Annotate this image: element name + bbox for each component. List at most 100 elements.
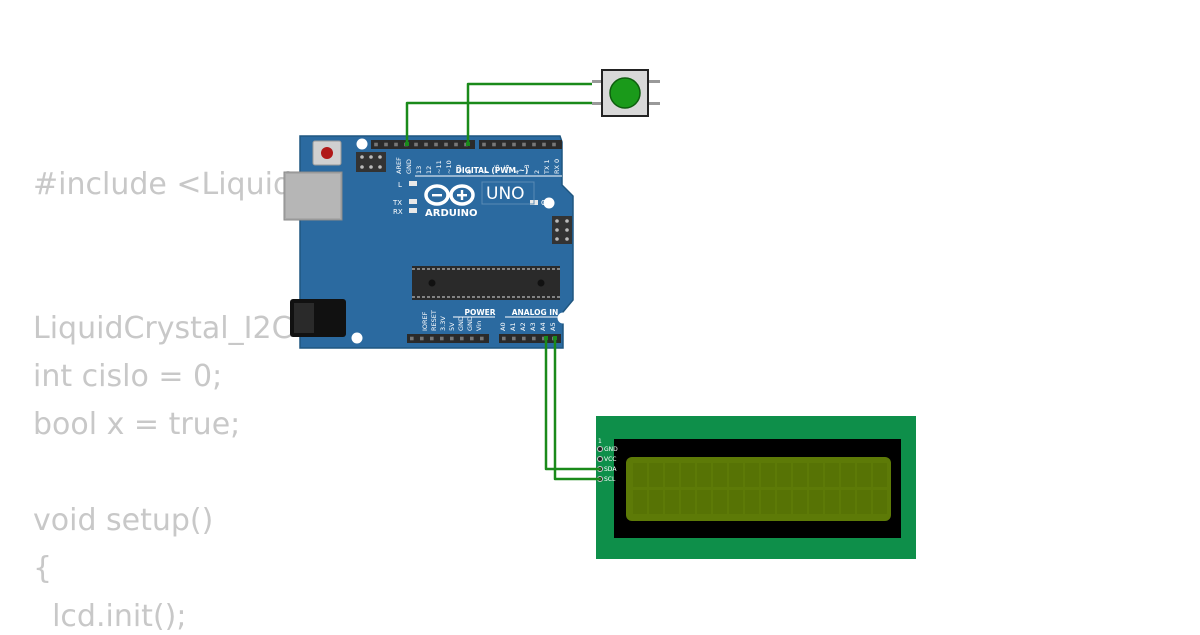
usb-port-face — [286, 174, 340, 218]
power-pin-label: 3.3V — [439, 316, 447, 331]
rx-led — [409, 208, 417, 213]
icsp-header-right — [552, 216, 572, 244]
analog-label: ANALOG IN — [512, 308, 559, 317]
lcd-char-cell — [857, 463, 871, 487]
lcd-char-cell — [825, 463, 839, 487]
wire-sda-a4[interactable] — [544, 338, 601, 471]
lcd-char-cell — [745, 463, 759, 487]
l-led — [409, 181, 417, 186]
lcd-char-cell — [777, 463, 791, 487]
pin-hole — [502, 336, 506, 341]
lcd-char-cell — [857, 490, 871, 514]
pin-hole — [434, 142, 438, 147]
pin-hole — [512, 142, 516, 147]
lcd-char-cell — [745, 490, 759, 514]
digital-pin-label: 4 — [513, 170, 521, 174]
power-pin-label: GND — [457, 316, 465, 331]
analog-header[interactable] — [499, 334, 561, 343]
wire-pin8-button[interactable] — [466, 82, 592, 144]
pin-hole — [444, 142, 448, 147]
button-cap[interactable] — [609, 77, 641, 109]
button-leg — [648, 102, 660, 105]
wires[interactable] — [405, 82, 601, 481]
analog-pin-label: A3 — [529, 322, 537, 331]
pin-hole — [420, 336, 424, 341]
push-button[interactable] — [592, 69, 660, 117]
pin-hole — [482, 142, 486, 147]
wire-gnd-button[interactable] — [405, 101, 592, 144]
icsp-header — [356, 152, 386, 172]
power-header[interactable] — [407, 334, 489, 343]
digital-pin-label: AREF — [395, 157, 403, 174]
digital-pin-label: ~10 — [445, 160, 453, 174]
power-label: POWER — [464, 308, 495, 317]
mounting-hole — [543, 197, 555, 209]
lcd-char-cell — [825, 490, 839, 514]
button-leg — [592, 80, 602, 83]
mounting-hole — [351, 332, 363, 344]
lcd-pin-label: SCL — [604, 476, 616, 483]
digital-label: DIGITAL (PWM ~) — [456, 166, 529, 175]
lcd-pin-label: SDA — [604, 466, 617, 473]
power-pin-label: 5V — [448, 322, 456, 331]
analog-pin-label: A4 — [539, 322, 547, 331]
digital-pin-label: ~5 — [503, 164, 511, 174]
pin-hole — [430, 336, 434, 341]
lcd-char-cell — [697, 463, 711, 487]
digital-header[interactable] — [371, 140, 562, 149]
lcd-pin-label: VCC — [604, 456, 616, 463]
lcd-char-cell — [809, 490, 823, 514]
pin-hole — [460, 336, 464, 341]
digital-pin-label: 12 — [425, 166, 433, 174]
lcd-char-cell — [665, 463, 679, 487]
digital-pin-label: ~3 — [523, 164, 531, 174]
pin-hole — [522, 336, 526, 341]
analog-pin-label: A1 — [509, 322, 517, 331]
code-line: int cislo = 0; — [33, 359, 223, 394]
lcd-pin[interactable] — [597, 456, 603, 462]
lcd-char-cell — [761, 490, 775, 514]
pin-hole — [374, 142, 378, 147]
power-pin-label: Vin — [475, 321, 483, 331]
pin-hole — [440, 336, 444, 341]
lcd-char-cell — [633, 490, 647, 514]
lcd-char-cell — [729, 490, 743, 514]
lcd-char-cell — [681, 490, 695, 514]
lcd-char-cell — [649, 463, 663, 487]
pin-hole — [450, 336, 454, 341]
lcd-char-cell — [665, 490, 679, 514]
code-line: { — [33, 551, 53, 586]
lcd-pin[interactable] — [597, 446, 603, 452]
pin-hole — [552, 142, 556, 147]
tx-led — [409, 199, 417, 204]
lcd-char-cell — [793, 490, 807, 514]
digital-pin-label: 8 — [465, 170, 473, 174]
lcd-pin-header[interactable]: GND VCC SDA SCL — [597, 446, 619, 483]
lcd-char-cell — [713, 463, 727, 487]
lcd-char-cell — [761, 463, 775, 487]
lcd-char-cell — [697, 490, 711, 514]
lcd-pin-label: GND — [604, 446, 618, 453]
pin-hole — [542, 142, 546, 147]
code-line: void setup() — [33, 503, 214, 538]
wire-scl-a5[interactable] — [553, 338, 601, 481]
pin-hole — [394, 142, 398, 147]
pin-hole — [454, 142, 458, 147]
pin-hole — [410, 336, 414, 341]
digital-pin-label: ~6 — [493, 164, 501, 174]
lcd-char-cell — [841, 463, 855, 487]
lcd-char-cell — [713, 490, 727, 514]
dc-jack-inner — [294, 303, 314, 333]
lcd-char-cell — [873, 463, 887, 487]
arduino-model: UNO — [486, 184, 525, 204]
microcontroller-chip — [412, 266, 560, 300]
analog-pin-label: A5 — [549, 322, 557, 331]
arduino-logo-icon — [424, 184, 475, 206]
pin-hole — [384, 142, 388, 147]
lcd-char-cell — [873, 490, 887, 514]
pin-hole — [522, 142, 526, 147]
